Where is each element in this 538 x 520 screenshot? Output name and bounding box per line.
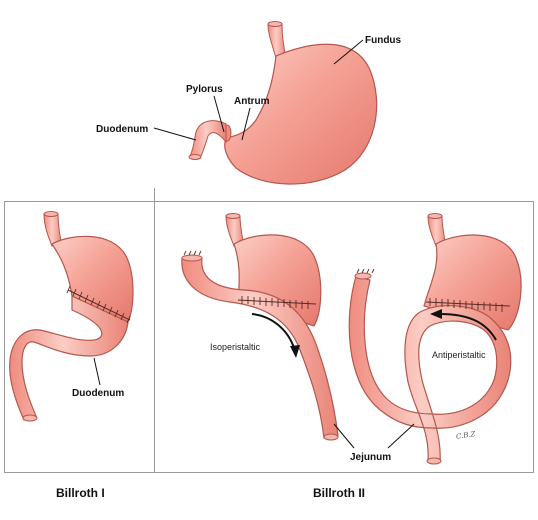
billroth-i-staple-line xyxy=(67,289,131,321)
fundus-leader xyxy=(333,39,364,65)
billroth-i-duodenum xyxy=(9,295,129,421)
pylorus-label: Pylorus xyxy=(186,84,223,95)
isoperistaltic-arrow xyxy=(251,313,295,349)
normal-stomach-illustration xyxy=(188,21,378,185)
billroth-i-duodenum-leader xyxy=(93,357,101,386)
billroth-ii-right-jejunum xyxy=(348,275,512,463)
jejunum-label: Jejunum xyxy=(350,452,391,463)
jejunum-leader-right xyxy=(387,423,415,449)
billroth-i-caption: Billroth I xyxy=(56,486,105,500)
billroth-i-duodenum-label: Duodenum xyxy=(72,388,124,399)
antiperistaltic-label: Antiperistaltic xyxy=(432,350,486,360)
billroth-i-illustration xyxy=(9,211,134,422)
billroth-ii-antiperistaltic-illustration xyxy=(348,213,522,465)
jejunum-leader-left xyxy=(333,423,355,449)
artist-signature: C.B.Z xyxy=(456,430,477,441)
billroth-ii-isoperistaltic-illustration xyxy=(181,213,339,441)
panel-frame xyxy=(4,201,534,473)
duodenum-leader-top xyxy=(153,127,197,141)
fundus-label: Fundus xyxy=(365,35,402,46)
duodenum-label-top: Duodenum xyxy=(96,124,148,135)
antrum-label: Antrum xyxy=(234,96,270,107)
stomach-body xyxy=(224,43,378,185)
isoperistaltic-label: Isoperistaltic xyxy=(210,342,261,352)
billroth-ii-caption: Billroth II xyxy=(313,486,365,500)
pylorus-leader xyxy=(213,95,225,133)
antrum-leader xyxy=(241,107,251,141)
antiperistaltic-arrow xyxy=(439,313,497,341)
billroth-i-stomach-remnant xyxy=(51,235,134,323)
